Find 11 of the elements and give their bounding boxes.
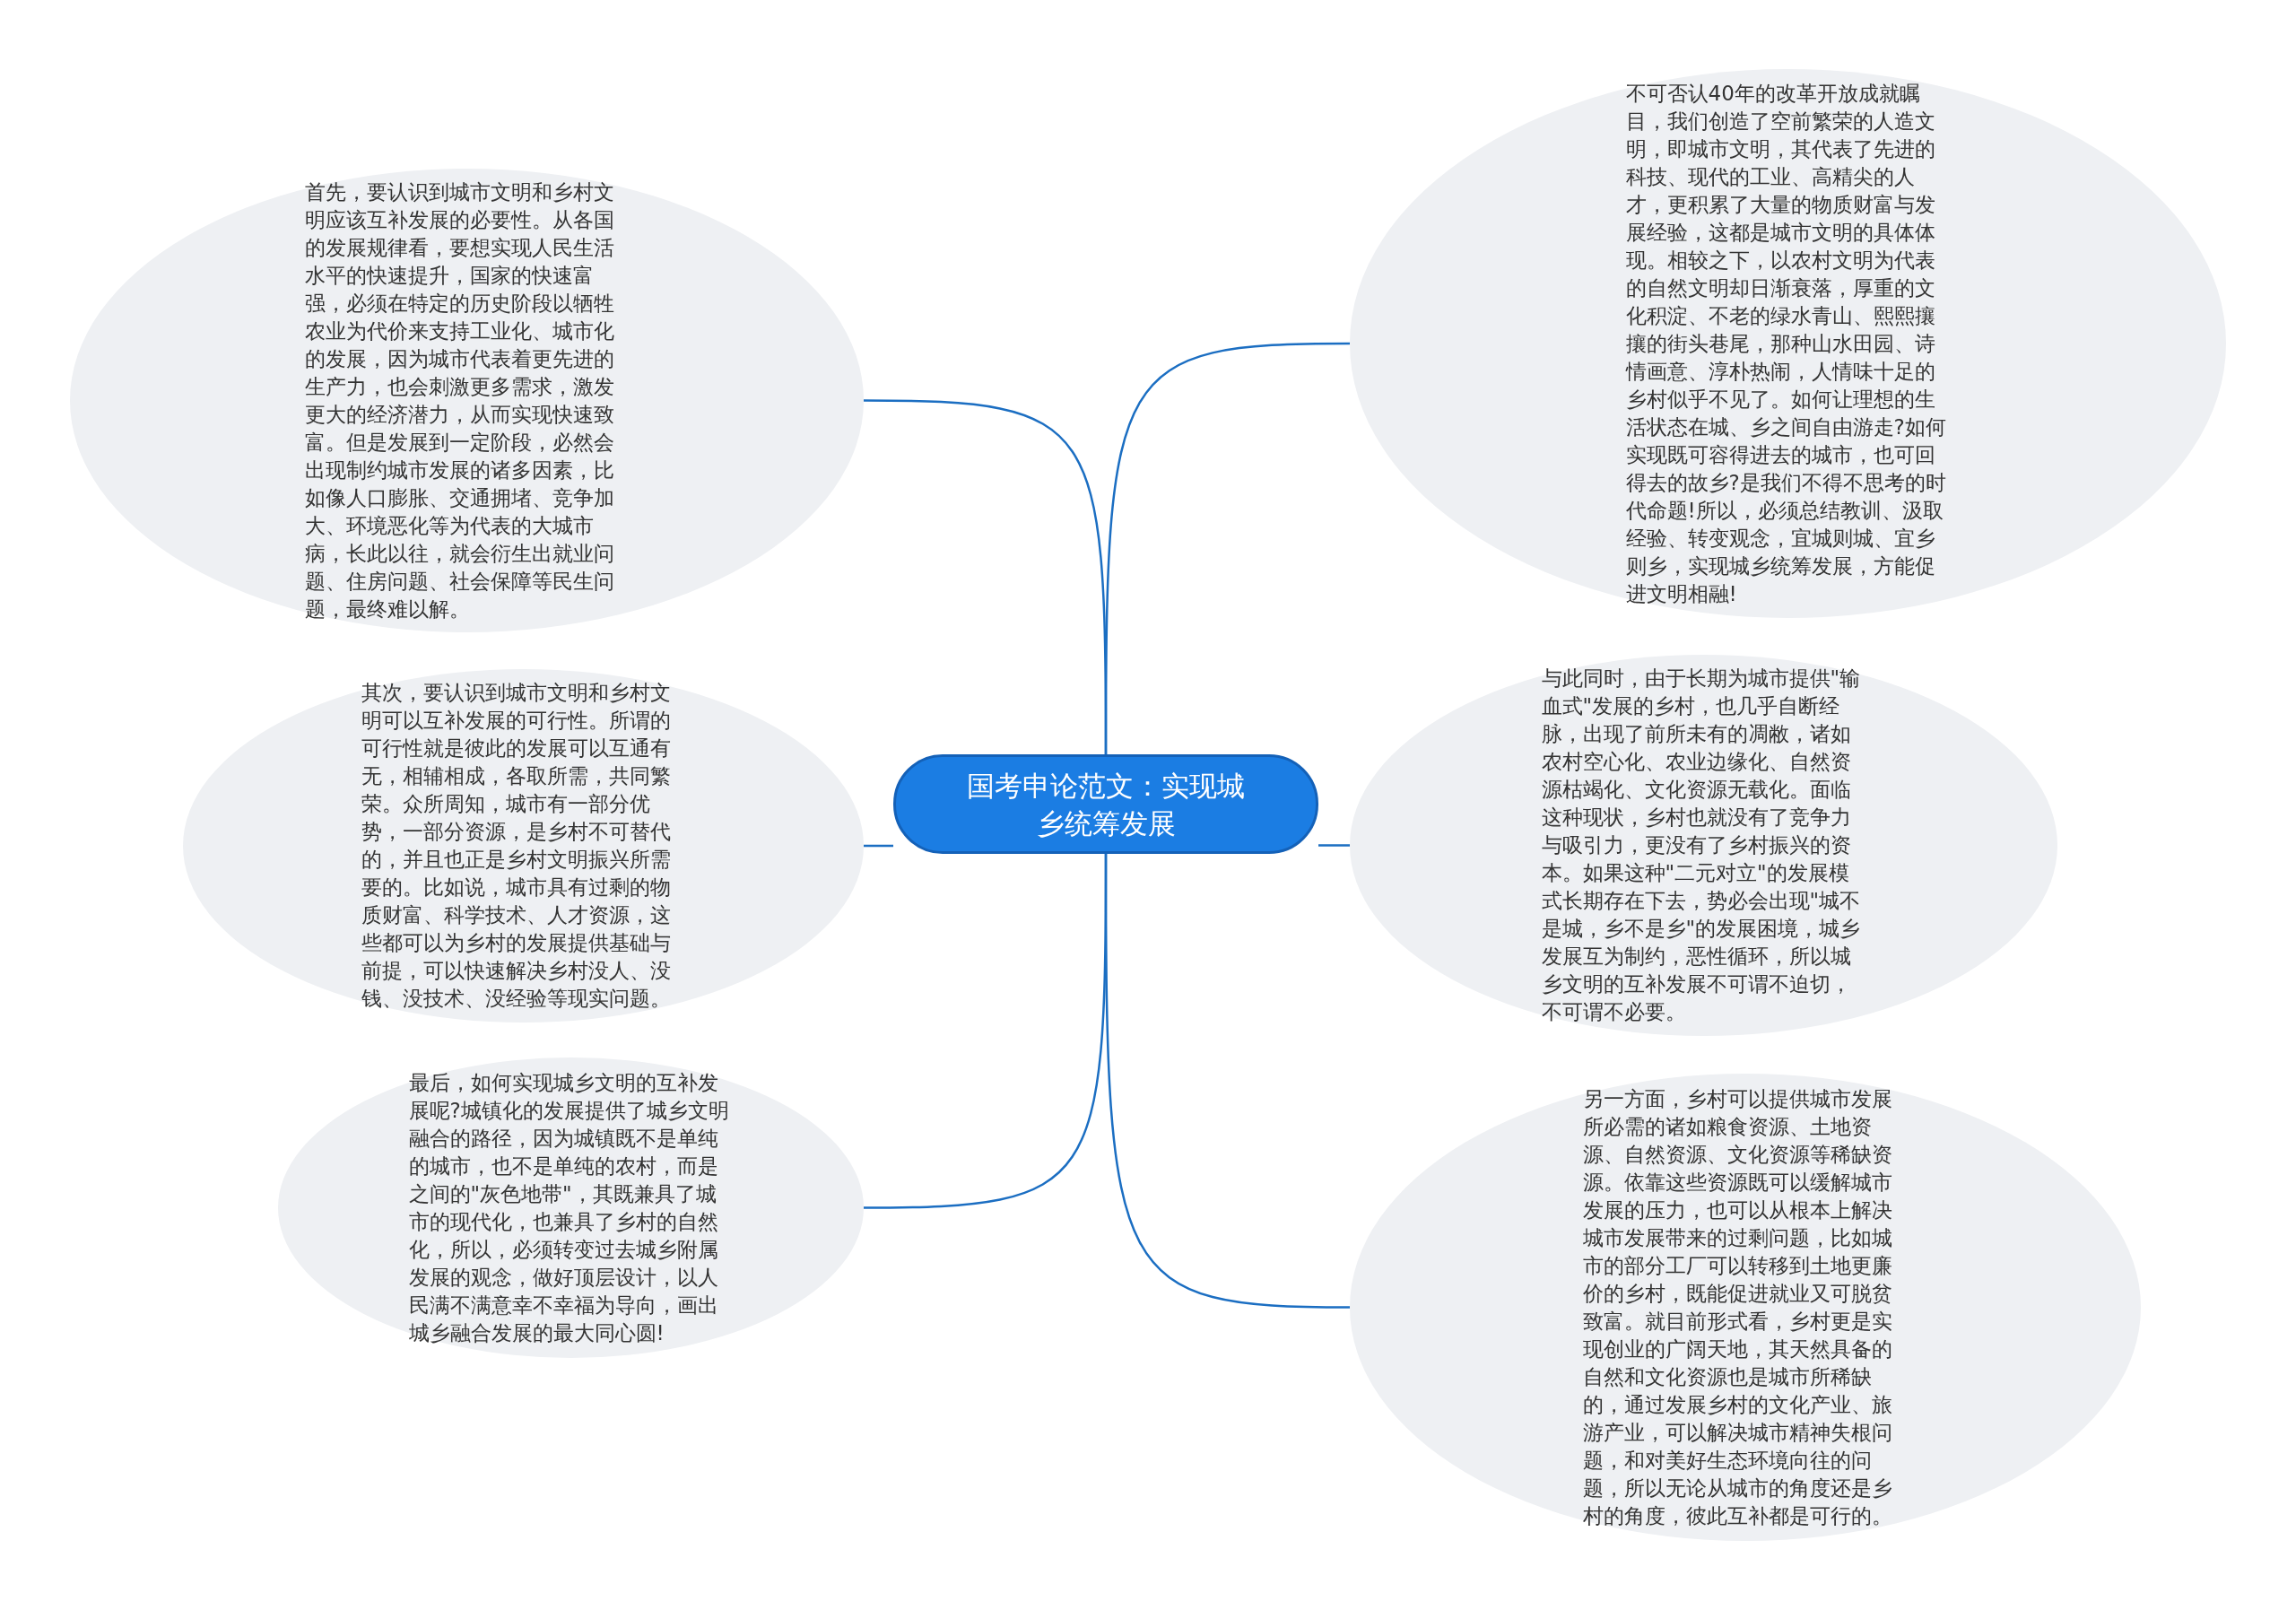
paragraph-text: 最后，如何实现城乡文明的互补发展呢?城镇化的发展提供了城乡文明融合的路径，因为城镇既不是单纯的城市，也不是单纯的农村，而是之间的"灰色地带"，其既兼具了城市的现代化，也兼具了乡村的自然化，所以，必须转变过去城乡附属发展的观念，做好顶层设计，以人民满不满意幸不幸福为导向，画出城乡融合发展的最大同心圆! bbox=[408, 1069, 730, 1346]
paragraph-text: 不可否认40年的改革开放成就瞩目，我们创造了空前繁荣的人造文明，即城市文明，其代表了先进的科技、现代的工业、高精尖的人才，更积累了大量的物质财富与发展经验，这都是城市文明的具体体现。相较之下，以农村文明为代表的自然文明却日渐衰落，厚重的文化积淀、不老的绿水青山、熙熙攘攘的街头巷尾，那种山水田园、诗情画意、淳朴热闹，人情味十足的乡村似乎不见了。如何让理想的生活状态在城、乡之间自由游走?如何实现既可容得进去的城市，也可回得去的故乡?是我们不得不思考的时代命题!所以，必须总结教训、汲取经验、转变观念，宜城则城、宜乡则乡，实现城乡统筹发展，方能促进文明相融! bbox=[1625, 80, 1947, 607]
paragraph-text: 首先，要认识到城市文明和乡村文明应该互补发展的必要性。从各国的发展规律看，要想实现人民生活水平的快速提升，国家的快速富强，必须在特定的历史阶段以牺牲农业为代价来支持工业化、城市化的发展，因为城市代表着更先进的生产力，也会刺激更多需求，激发更大的经济潜力，从而实现快速致富。但是发展到一定阶段，必然会出现制约城市发展的诸多因素，比如像人口膨胀、交通拥堵、竞争加大、环境恶化等为代表的大城市病，长此以往，就会衍生出就业问题、住房问题、社会保障等民生问题，最终难以解。 bbox=[304, 178, 615, 622]
paragraph-text: 其次，要认识到城市文明和乡村文明可以互补发展的可行性。所谓的可行性就是彼此的发展可以互通有无，相辅相成，各取所需，共同繁荣。众所周知，城市有一部分优势，一部分资源，是乡村不可替代的，并且也正是乡村文明振兴所需要的。比如说，城市具有过剩的物质财富、科学技术、人才资源，这些都可以为乡村的发展提供基础与前提，可以快速解决乡村没人、没钱、没技术、没经验等现实问题。 bbox=[361, 680, 672, 1012]
paragraph-text: 另一方面，乡村可以提供城市发展所必需的诸如粮食资源、土地资源、自然资源、文化资源等稀缺资源。依靠这些资源既可以缓解城市发展的压力，也可以从根本上解决城市发展带来的过剩问题，比如城市的部分工厂可以转移到土地更廉价的乡村，既能促进就业又可脱贫致富。就目前形式看，乡村更是实现创业的广阔天地，其天然具备的自然和文化资源也是城市所稀缺的，通过发展乡村的文化产业、旅游产业，可以解决城市精神失根问题，和对美好生态环境向往的问题，所以无论从城市的角度还是乡村的角度，彼此互补都是可行的。 bbox=[1583, 1085, 1893, 1529]
central-topic-text: 国考申论范文：实现城乡统筹发展 bbox=[966, 768, 1246, 841]
connector-line bbox=[864, 399, 1108, 754]
connector-line bbox=[1318, 844, 1350, 847]
paragraph-text: 与此同时，由于长期为城市提供"输血式"发展的乡村，也几乎自断经脉，出现了前所未有的凋敝，诸如农村空心化、农业边缘化、自然资源枯竭化、文化资源无载化。面临这种现状，乡村也就没有了竞争力与吸引力，更没有了乡村振兴的资本。如果这种"二元对立"的发展模式长期存在下去，势必会出现"城不是城，乡不是乡"的发展困境，城乡发展互为制约，恶性循环，所以城乡文明的互补发展不可谓不迫切，不可谓不必要。 bbox=[1541, 666, 1862, 1025]
connector-line bbox=[864, 854, 1108, 1209]
connector-line bbox=[864, 844, 893, 848]
